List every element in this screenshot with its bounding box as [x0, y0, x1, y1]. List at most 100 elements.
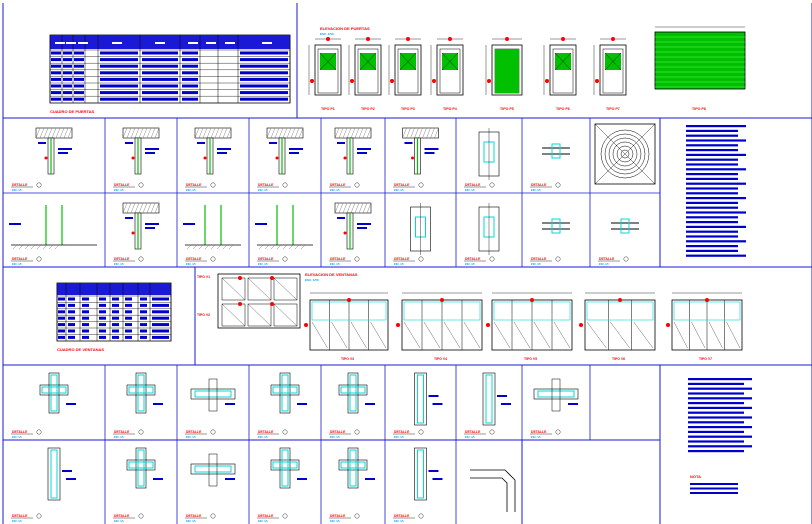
detail-scale: ESC. 1/5 — [114, 189, 124, 192]
detail-scale: ESC. 1/5 — [394, 436, 404, 439]
detail-label: DETALLE — [330, 430, 346, 434]
detail-scale: ESC. 1/5 — [330, 189, 340, 192]
door-table-title: CUADRO DE PUERTAS — [50, 109, 94, 114]
detail-label: DETALLE — [114, 183, 130, 187]
detail-label: DETALLE — [394, 430, 410, 434]
corner-detail — [470, 469, 516, 512]
mullion-detail: DETALLE ESC. 1/5 — [393, 372, 443, 439]
door-type-label-2: TIPO P2 — [361, 107, 375, 111]
window-type-label-1: TIPO V3 — [341, 357, 354, 361]
detail-label: DETALLE — [12, 430, 28, 434]
door-elevation-3: TIPO P3 — [388, 37, 422, 111]
detail-scale: ESC. 1/5 — [186, 263, 196, 266]
detail-scale: ESC. 1/5 — [330, 263, 340, 266]
detail-scale: ESC. 1/5 — [12, 520, 22, 523]
detail-scale: ESC. 1/5 — [394, 520, 404, 523]
detail-label: DETALLE — [394, 183, 410, 187]
detail-scale: ESC. 1/5 — [258, 189, 268, 192]
detail-cell: DETALLE ESC. 1/5 — [329, 202, 372, 266]
window-type-label-3: TIPO V5 — [524, 357, 537, 361]
detail-cell: DETALLE ESC. 1/5 — [329, 127, 372, 192]
door-type-label-1: TIPO P1 — [321, 107, 335, 111]
detail-label: DETALLE — [531, 183, 547, 187]
mullion-detail: DETALLE ESC. 1/5 — [113, 447, 163, 523]
detail-cell: DETALLE ESC. 1/5 — [255, 205, 313, 266]
detail-label: DETALLE — [531, 430, 547, 434]
detail-label: DETALLE — [114, 514, 130, 518]
detail-scale: ESC. 1/5 — [114, 263, 124, 266]
detail-scale: ESC. 1/5 — [114, 520, 124, 523]
detail-label: DETALLE — [258, 183, 274, 187]
detail-scale: ESC. 1/5 — [12, 263, 22, 266]
detail-scale: ESC. 1/5 — [394, 189, 404, 192]
notes-block-bottom — [688, 378, 752, 494]
mullion-detail: DETALLE ESC. 1/5 — [11, 447, 76, 523]
detail-label: DETALLE — [330, 183, 346, 187]
window-schedule-title: ELEVACION DE VENTANAS — [305, 272, 358, 277]
door-elevation-6: TIPO P6 — [543, 37, 577, 111]
detail-scale: ESC. 1/5 — [258, 263, 268, 266]
window-elevation: TIPO V5 — [486, 292, 573, 361]
detail-scale: ESC. 1/5 — [531, 436, 541, 439]
detail-scale: ESC. 1/5 — [531, 263, 541, 266]
window-side-label-1: TIPO V1 — [197, 275, 210, 279]
detail-scale: ESC. 1/5 — [258, 436, 268, 439]
door-schedule-title: ELEVACION DE PUERTAS — [320, 26, 370, 31]
detail-scale: ESC. 1/5 — [186, 520, 196, 523]
detail-scale: ESC. 1/5 — [186, 189, 196, 192]
door-table — [49, 34, 291, 104]
sheet-frame-lines — [2, 3, 812, 524]
window-type-label-4: TIPO V6 — [612, 357, 625, 361]
window-elevation: TIPO V3 — [304, 292, 389, 361]
door-elevation-8: TIPO P8 — [654, 26, 746, 111]
detail-scale: ESC. 1/5 — [531, 189, 541, 192]
detail-label: DETALLE — [394, 257, 410, 261]
door-elevation-5: TIPO P5 — [485, 37, 523, 111]
detail-label: DETALLE — [186, 257, 202, 261]
notes-title: NOTA — [690, 474, 701, 479]
detail-scale: ESC. 1/5 — [330, 436, 340, 439]
detail-cell: DETALLE ESC. 1/5 — [464, 128, 500, 192]
detail-scale: ESC. 1/5 — [258, 520, 268, 523]
window-schedule-scale: ESC. 1/50 — [305, 278, 319, 282]
door-type-label-8: TIPO P8 — [692, 107, 706, 111]
door-elevation-7: TIPO P7 — [593, 37, 627, 111]
door-type-label-6: TIPO P6 — [556, 107, 570, 111]
detail-label: DETALLE — [12, 514, 28, 518]
detail-label: DETALLE — [12, 183, 28, 187]
window-table — [56, 282, 172, 342]
detail-scale: ESC. 1/5 — [599, 263, 609, 266]
detail-label: DETALLE — [258, 514, 274, 518]
detail-cell: DETALLE ESC. 1/5 — [393, 127, 439, 192]
detail-scale: ESC. 1/5 — [465, 436, 475, 439]
detail-cell: DETALLE ESC. 1/5 — [183, 205, 241, 266]
detail-label: DETALLE — [465, 183, 481, 187]
detail-label: DETALLE — [186, 514, 202, 518]
detail-label: DETALLE — [330, 257, 346, 261]
notes-block-top — [686, 125, 746, 257]
window-elevation: TIPO V4 — [396, 292, 483, 361]
detail-scale: ESC. 1/5 — [186, 436, 196, 439]
door-elevation-2: TIPO P2 — [348, 37, 382, 111]
door-type-label-5: TIPO P5 — [500, 107, 514, 111]
detail-scale: ESC. 1/5 — [465, 189, 475, 192]
detail-label: DETALLE — [258, 257, 274, 261]
detail-cell: DETALLE ESC. 1/5 — [257, 127, 304, 192]
grille-detail — [594, 123, 656, 185]
door-elevation-1: TIPO P1 — [308, 37, 342, 111]
detail-cell: DETALLE ESC. 1/5 — [530, 143, 570, 192]
mullion-detail: DETALLE ESC. 1/5 — [185, 453, 236, 523]
door-elevation-4: TIPO P4 — [430, 37, 464, 111]
